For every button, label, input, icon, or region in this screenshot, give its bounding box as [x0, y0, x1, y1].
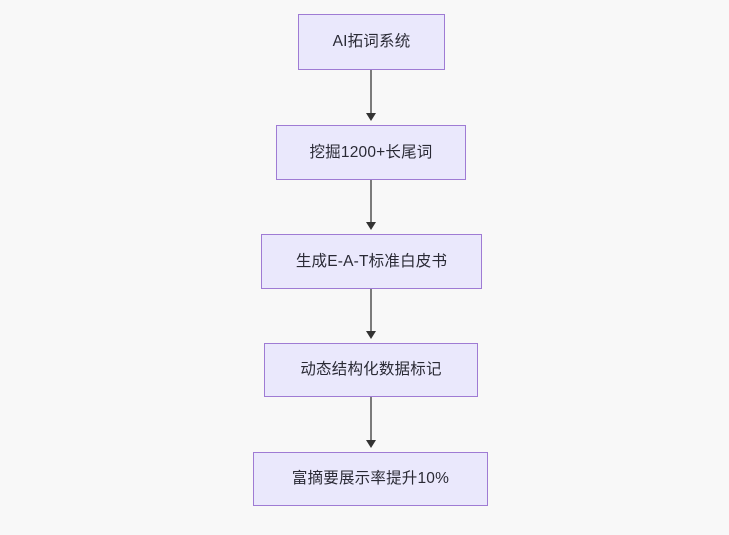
flow-edge-2-line [369, 180, 373, 226]
flow-node-2-label: 挖掘1200+长尾词 [309, 143, 433, 161]
flow-node-1-label: AI拓词系统 [332, 33, 411, 51]
flow-edge-4-arrowhead [365, 440, 376, 448]
flow-edge-4-line [369, 397, 373, 444]
flow-node-3-label: 生成E-A-T标准白皮书 [295, 252, 448, 270]
flow-node-4-label: 动态结构化数据标记 [300, 361, 442, 379]
flow-edge-3-line [369, 289, 373, 335]
flow-edge-1-arrowhead [365, 113, 376, 121]
flow-node-5[interactable]: 富摘要展示率提升10% [253, 452, 488, 506]
flow-node-1[interactable]: AI拓词系统 [298, 14, 445, 70]
flow-node-2[interactable]: 挖掘1200+长尾词 [276, 125, 466, 180]
flow-edge-1-line [369, 70, 373, 117]
flow-edge-2-arrowhead [365, 222, 376, 230]
flow-node-5-label: 富摘要展示率提升10% [291, 470, 450, 488]
flow-node-3[interactable]: 生成E-A-T标准白皮书 [261, 234, 482, 289]
flow-edge-3-arrowhead [365, 331, 376, 339]
flow-node-4[interactable]: 动态结构化数据标记 [264, 343, 478, 397]
